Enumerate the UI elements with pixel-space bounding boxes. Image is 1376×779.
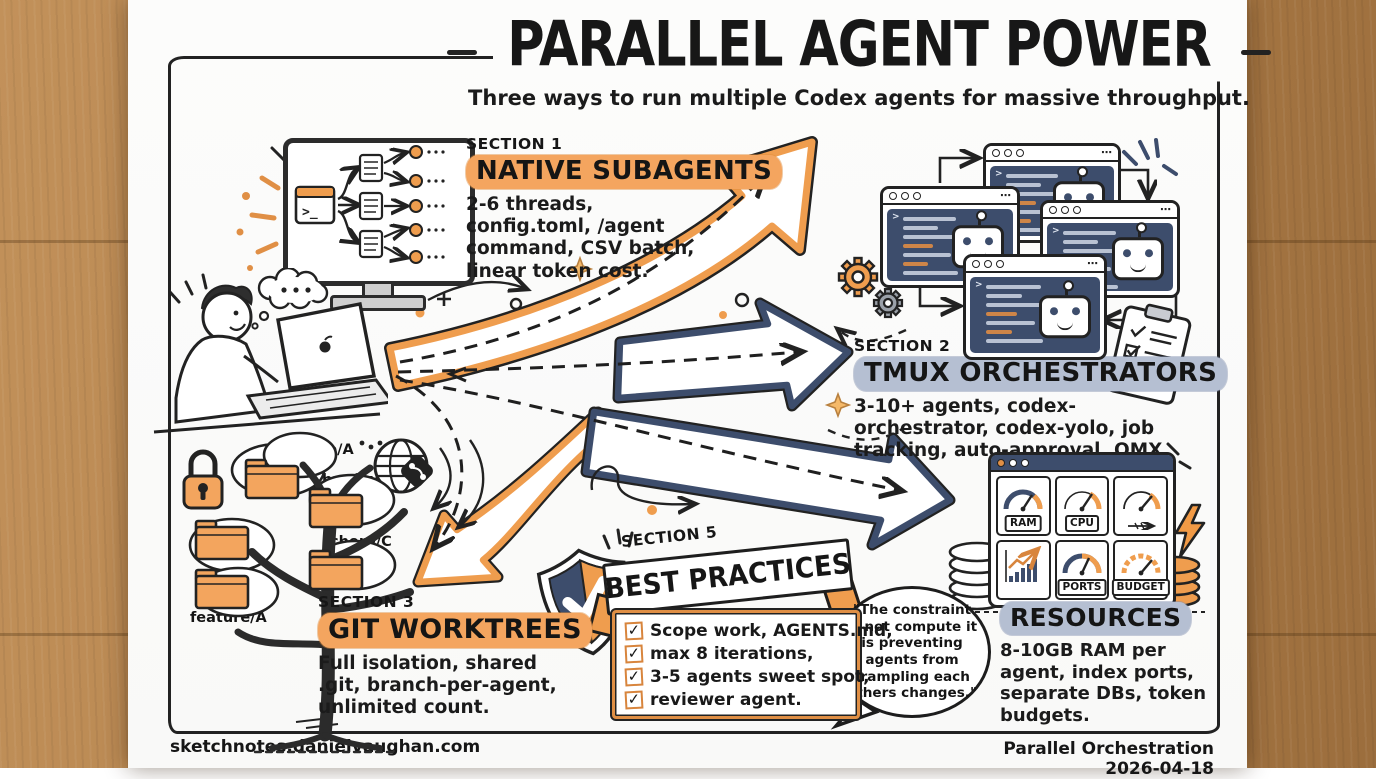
window-titlebar: ⋯ xyxy=(1043,203,1177,219)
checklist-item: ✓ reviewer agent. xyxy=(624,690,847,710)
page-subtitle: Three ways to run multiple Codex agents … xyxy=(468,86,1250,110)
robot-icon xyxy=(1039,280,1091,339)
prompt-glyph: > xyxy=(892,212,900,222)
section-heading: TMUX ORCHESTRATORS xyxy=(854,357,1228,391)
gauge-tile-budget: BUDGET xyxy=(1111,540,1170,600)
window-titlebar: ⋯ xyxy=(966,257,1104,273)
checklist-item: ✓ 3-5 agents sweet spot, xyxy=(624,667,870,687)
section-heading: GIT WORKTREES xyxy=(318,613,592,648)
gauge-grid: RAM CPU PORTS BUDGET xyxy=(996,476,1170,600)
checkbox-icon: ✓ xyxy=(624,667,644,687)
window-dot xyxy=(1009,458,1017,467)
page-title: PARALLEL AGENT POWER xyxy=(493,9,1225,82)
orange-arrow-down-left xyxy=(412,406,618,588)
padlock-icon xyxy=(182,449,224,510)
section-native-subagents: SECTION 1 NATIVE SUBAGENTS 2-6 threads, … xyxy=(466,135,783,283)
dashed-flow-lines xyxy=(395,178,898,545)
section-body: 8-10GB RAM per agent, index ports, separ… xyxy=(1000,640,1207,726)
orange-arrow-up xyxy=(384,136,818,392)
gauge-label: CPU xyxy=(1065,515,1099,532)
section-git-worktrees: SECTION 3 GIT WORKTREES Full isolation, … xyxy=(318,593,592,720)
terminal-body: > xyxy=(970,277,1100,353)
terminal-prompt: >_ xyxy=(302,205,318,220)
doodle-arrows xyxy=(427,282,907,525)
prompt-glyph: > xyxy=(975,280,983,290)
section-label: SECTION 1 xyxy=(466,135,563,153)
section-label: SECTION 2 xyxy=(854,337,951,355)
gauge-tile-ports: PORTS xyxy=(1054,540,1110,600)
window-dot xyxy=(1021,458,1029,467)
menu-dots-icon: ⋯ xyxy=(1160,203,1171,216)
window-dot xyxy=(997,458,1005,467)
prompt-glyph: > xyxy=(995,169,1003,179)
robot-icon xyxy=(1112,222,1164,281)
checkbox-icon: ✓ xyxy=(624,621,644,641)
quote-text: "The constraint is not compute it is pre… xyxy=(846,602,978,702)
robot-terminal-window: ⋯ > xyxy=(880,186,1020,288)
gauge-label: RAM xyxy=(1004,515,1042,532)
worktree-tree xyxy=(188,431,414,754)
chart-tile xyxy=(996,540,1051,600)
navy-arrow-down-right xyxy=(580,406,956,551)
menu-dots-icon: ⋯ xyxy=(1087,257,1098,270)
globe-icon xyxy=(373,438,433,494)
prompt-glyph: > xyxy=(1052,226,1060,236)
window-titlebar: ⋯ xyxy=(986,146,1118,162)
checklist-item: ✓ Scope work, AGENTS.md, xyxy=(624,621,893,641)
gauge-tile-ram: RAM xyxy=(996,476,1051,536)
header: PARALLEL AGENT POWER Three ways to run m… xyxy=(168,0,1271,130)
checklist-text: reviewer agent. xyxy=(650,690,802,710)
checkbox-icon: ✓ xyxy=(624,690,644,710)
section-body: Full isolation, shared .git, branch-per-… xyxy=(318,653,557,719)
fan-origin-arrowhead xyxy=(446,366,467,383)
gauge-label: PORTS xyxy=(1057,579,1107,596)
checklist-text: 3-5 agents sweet spot, xyxy=(650,667,870,687)
checklist-text: max 8 iterations, xyxy=(650,644,814,664)
gear-icon xyxy=(837,256,904,319)
menu-dots-icon: ⋯ xyxy=(1101,146,1112,159)
title-dash-left xyxy=(447,50,478,55)
person-at-laptop xyxy=(153,268,388,434)
gauge-tile-plain xyxy=(1113,476,1168,536)
checklist-text: Scope work, AGENTS.md, xyxy=(650,621,893,641)
checkbox-icon: ✓ xyxy=(624,644,644,664)
footer-url: sketchnotes.danielvaughan.com xyxy=(170,737,481,757)
section-heading: RESOURCES xyxy=(1000,602,1192,635)
menu-dots-icon: ⋯ xyxy=(1000,189,1011,202)
fanout-diagram: >_ xyxy=(294,145,445,264)
robot-terminal-window: ⋯ > xyxy=(963,254,1107,360)
dashboard-titlebar xyxy=(991,455,1173,472)
title-dash-right xyxy=(1240,50,1271,55)
constraint-quote-bubble: "The constraint is not compute it is pre… xyxy=(833,586,991,718)
section-heading: NATIVE SUBAGENTS xyxy=(466,155,783,189)
checklist-item: ✓ max 8 iterations, xyxy=(624,644,847,664)
gauge-tile-cpu: CPU xyxy=(1054,476,1110,536)
section-tmux-orchestrators: SECTION 2 TMUX ORCHESTRATORS 3-10+ agent… xyxy=(854,337,1228,463)
gauge-label: BUDGET xyxy=(1111,579,1170,596)
lightning-icon xyxy=(1174,503,1206,559)
monitor-illustration: >_ xyxy=(283,138,475,286)
section-body: 2-6 threads, config.toml, /agent command… xyxy=(466,194,695,282)
resources-dashboard: RAM CPU PORTS BUDGET xyxy=(988,452,1176,608)
section-resources: RESOURCES 8-10GB RAM per agent, index po… xyxy=(1000,602,1226,726)
folder-icon xyxy=(194,458,364,610)
navy-arrow-right xyxy=(612,297,854,412)
section-label: SECTION 3 xyxy=(318,593,415,611)
window-titlebar: ⋯ xyxy=(883,189,1017,205)
best-practices-checklist: ✓ Scope work, AGENTS.md, ✓ max 8 iteration… xyxy=(612,610,893,719)
